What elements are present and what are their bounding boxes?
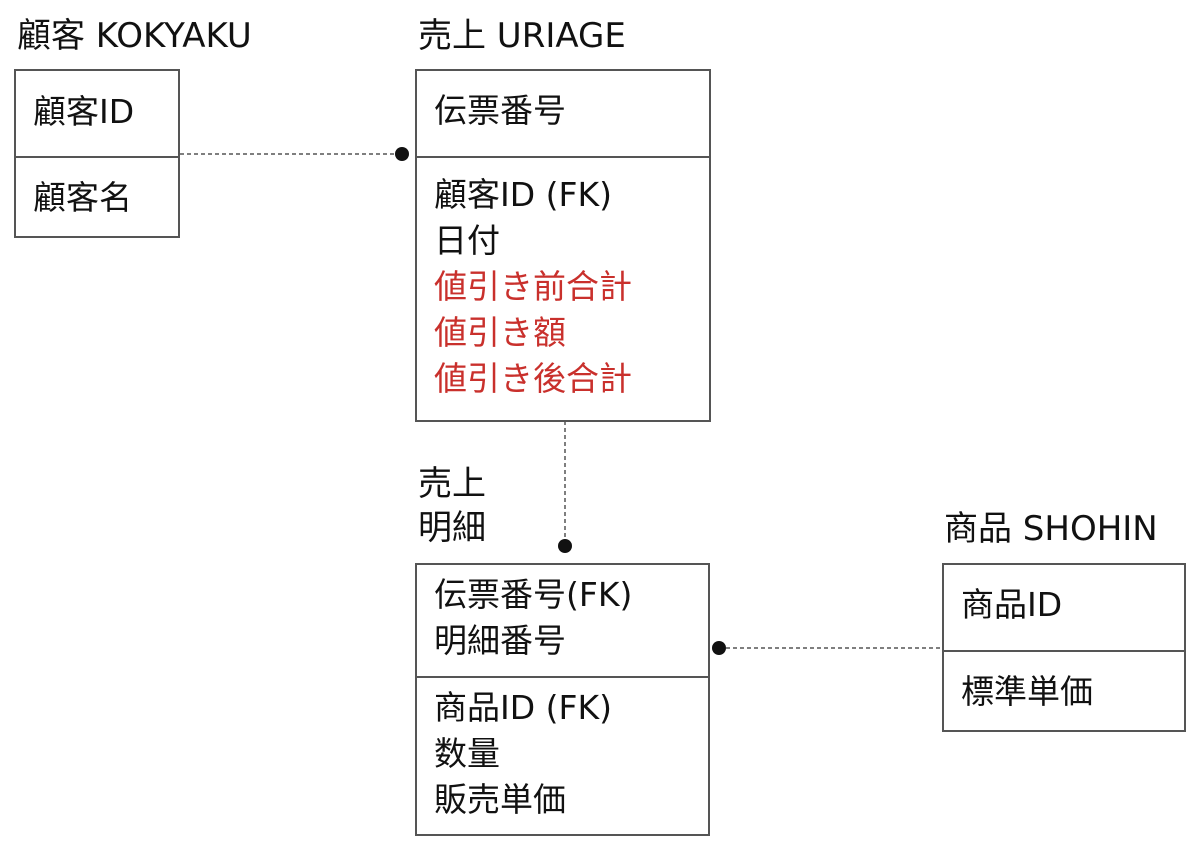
entity-title-uriage-meisai-line1: 売上 bbox=[418, 464, 486, 504]
kokyaku-key-attr: 顧客ID bbox=[33, 92, 135, 131]
shohin-attr-section: 標準単価 bbox=[944, 650, 1184, 715]
uriage-attr-section: 顧客ID (FK) 日付 値引き前合計 値引き額 値引き後合計 bbox=[417, 156, 709, 402]
uriage-attr: 日付 bbox=[434, 221, 500, 260]
meisai-attr: 販売単価 bbox=[434, 780, 566, 819]
entity-uriage: 伝票番号 顧客ID (FK) 日付 値引き前合計 値引き額 値引き後合計 bbox=[415, 69, 711, 422]
shohin-key-section: 商品ID bbox=[944, 565, 1184, 650]
entity-uriage-meisai: 伝票番号(FK) 明細番号 商品ID (FK) 数量 販売単価 bbox=[415, 563, 710, 836]
meisai-key-attr: 伝票番号(FK) bbox=[434, 575, 633, 614]
kokyaku-attr: 顧客名 bbox=[33, 178, 132, 217]
kokyaku-key-section: 顧客ID bbox=[16, 71, 178, 156]
meisai-key-section: 伝票番号(FK) 明細番号 bbox=[417, 565, 708, 676]
meisai-key-attr: 明細番号 bbox=[434, 621, 566, 660]
meisai-attr: 数量 bbox=[434, 734, 500, 773]
relationship-end-dot-meisai-shohin bbox=[712, 641, 726, 655]
kokyaku-attr-section: 顧客名 bbox=[16, 156, 178, 221]
entity-title-uriage: 売上 URIAGE bbox=[418, 16, 626, 56]
meisai-attr: 商品ID (FK) bbox=[434, 688, 613, 727]
relationship-end-dot-uriage bbox=[395, 147, 409, 161]
uriage-derived-attr: 値引き後合計 bbox=[434, 359, 632, 398]
uriage-derived-attr: 値引き前合計 bbox=[434, 267, 632, 306]
entity-shohin: 商品ID 標準単価 bbox=[942, 563, 1186, 732]
uriage-key-attr: 伝票番号 bbox=[434, 91, 566, 130]
relationship-end-dot-meisai bbox=[558, 539, 572, 553]
entity-title-shohin: 商品 SHOHIN bbox=[944, 509, 1158, 549]
entity-title-kokyaku: 顧客 KOKYAKU bbox=[17, 16, 252, 56]
entity-title-uriage-meisai-line2: 明細 bbox=[418, 508, 486, 548]
entity-title-uriage-meisai: 売上 明細 bbox=[418, 462, 486, 550]
shohin-attr: 標準単価 bbox=[961, 672, 1093, 711]
shohin-key-attr: 商品ID bbox=[961, 585, 1063, 624]
uriage-key-section: 伝票番号 bbox=[417, 71, 709, 156]
meisai-attr-section: 商品ID (FK) 数量 販売単価 bbox=[417, 676, 708, 823]
entity-kokyaku: 顧客ID 顧客名 bbox=[14, 69, 180, 238]
uriage-attr: 顧客ID (FK) bbox=[434, 175, 613, 214]
uriage-derived-attr: 値引き額 bbox=[434, 313, 566, 352]
